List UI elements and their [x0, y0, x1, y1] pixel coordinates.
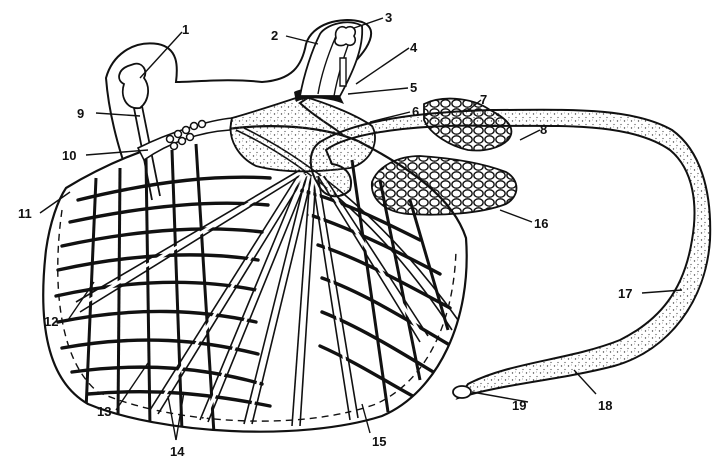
label-10: 10 [62, 148, 76, 163]
label-2: 2 [271, 28, 278, 43]
label-12: 12 [44, 314, 58, 329]
upper-tube [300, 22, 362, 96]
label-6: 6 [412, 104, 419, 119]
label-14: 14 [170, 444, 185, 459]
label-13: 13 [97, 404, 111, 419]
label-4: 4 [410, 40, 418, 55]
label-15: 15 [372, 434, 386, 449]
label-3: 3 [385, 10, 392, 25]
label-7: 7 [480, 92, 487, 107]
label-18: 18 [598, 398, 612, 413]
label-1: 1 [182, 22, 189, 37]
label-17: 17 [618, 286, 632, 301]
label-11: 11 [18, 206, 32, 221]
label-5: 5 [410, 80, 417, 95]
label-16: 16 [534, 216, 548, 231]
label-8: 8 [540, 122, 547, 137]
label-19: 19 [512, 398, 526, 413]
label-9: 9 [77, 106, 84, 121]
